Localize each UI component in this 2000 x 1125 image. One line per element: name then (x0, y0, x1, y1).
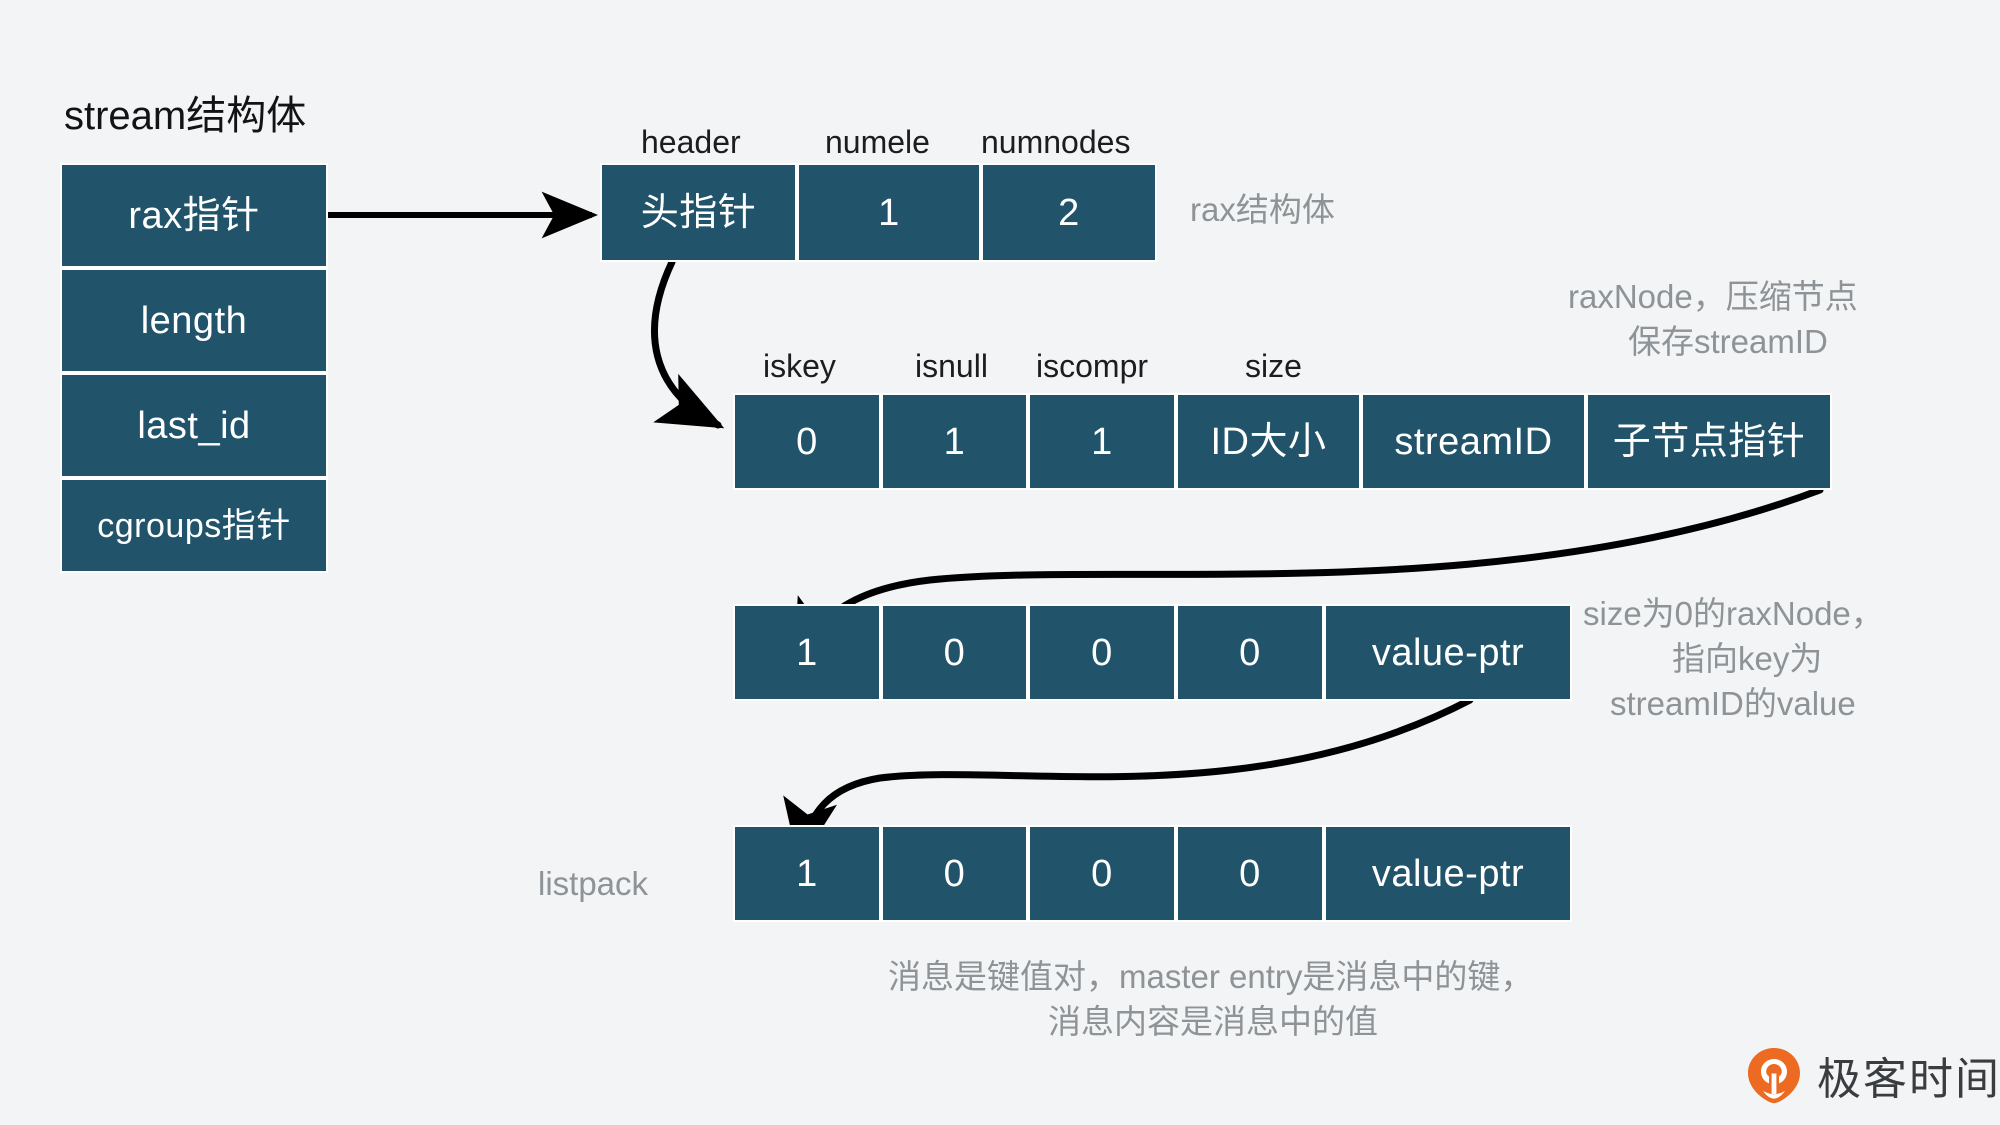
caption-line2: 消息内容是消息中的值 (1048, 1003, 1378, 1040)
raxnode-cell-streamid[interactable]: streamID (1361, 393, 1586, 490)
raxnode-header-label-size: size (1245, 348, 1302, 384)
geektime-logo-icon (1745, 1046, 1803, 1104)
stream-field-rax-pointer[interactable]: rax指针 (60, 163, 328, 268)
raxnode-cell-child-pointer[interactable]: 子节点指针 (1586, 393, 1832, 490)
listpack-cell-3[interactable]: 0 (1028, 825, 1176, 922)
raxnode-cell-iskey[interactable]: 0 (733, 393, 881, 490)
rax-cell-numele[interactable]: 1 (797, 163, 981, 262)
leaf-raxnode-cell-iscompr[interactable]: 0 (1028, 604, 1176, 701)
rax-header-label-numele: numele (825, 124, 930, 160)
raxnode-cell-isnull[interactable]: 1 (881, 393, 1028, 490)
leaf-raxnode-cell-isnull[interactable]: 0 (881, 604, 1028, 701)
raxnode-header-label-isnull: isnull (915, 348, 988, 384)
raxnode-header-label-iscompr: iscompr (1036, 348, 1149, 384)
arrow-header-to-raxnode (651, 258, 725, 429)
watermark: 极客时间 (1745, 1043, 2000, 1107)
listpack-cell-4[interactable]: 0 (1176, 825, 1324, 922)
stream-struct-title: stream结构体 (64, 94, 307, 138)
rax-cell-header[interactable]: 头指针 (600, 163, 797, 262)
raxnode-cell-size[interactable]: ID大小 (1176, 393, 1361, 490)
raxnode-note-line2: 保存streamID (1628, 323, 1828, 360)
stream-field-cgroups-pointer[interactable]: cgroups指针 (60, 478, 328, 573)
rax-cell-numnodes[interactable]: 2 (981, 163, 1157, 262)
listpack-label: listpack (538, 865, 649, 902)
rax-struct-note: rax结构体 (1190, 191, 1335, 228)
rax-header-label-numnodes: numnodes (981, 124, 1131, 160)
leaf-raxnode-note-line2: 指向key为 (1672, 640, 1823, 677)
stream-field-last-id[interactable]: last_id (60, 373, 328, 478)
listpack-cell-value-ptr[interactable]: value-ptr (1324, 825, 1572, 922)
raxnode-cell-iscompr[interactable]: 1 (1028, 393, 1176, 490)
leaf-raxnode-cell-size[interactable]: 0 (1176, 604, 1324, 701)
stream-field-length[interactable]: length (60, 268, 328, 373)
caption-line1: 消息是键值对，master entry是消息中的键， (888, 958, 1534, 995)
raxnode-header-label-iskey: iskey (763, 348, 836, 384)
leaf-raxnode-note-line1: size为0的raxNode， (1583, 595, 1884, 632)
leaf-raxnode-cell-iskey[interactable]: 1 (733, 604, 881, 701)
raxnode-note-line1: raxNode，压缩节点 (1568, 278, 1858, 315)
listpack-cell-1[interactable]: 1 (733, 825, 881, 922)
leaf-raxnode-cell-value-ptr[interactable]: value-ptr (1324, 604, 1572, 701)
leaf-raxnode-note-line3: streamID的value (1610, 685, 1856, 722)
listpack-cell-2[interactable]: 0 (881, 825, 1028, 922)
rax-header-label-header: header (641, 124, 741, 160)
watermark-text: 极客时间 (1817, 1055, 2000, 1104)
